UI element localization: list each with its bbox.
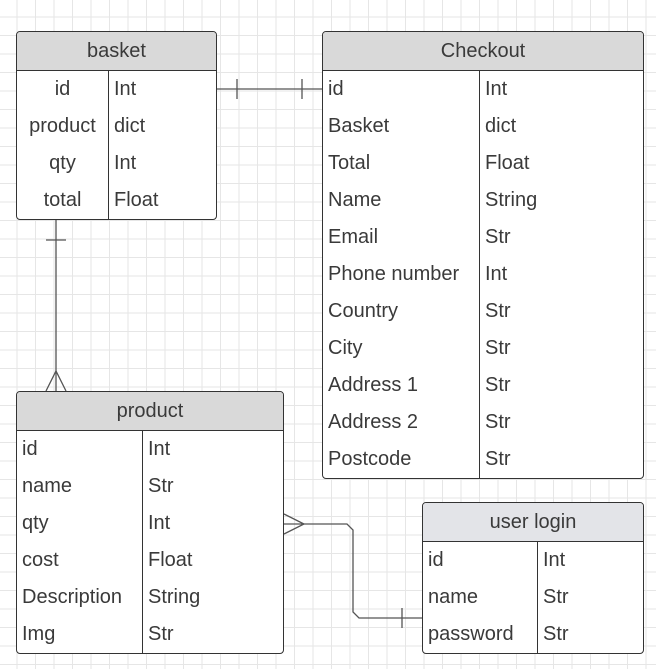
field-filler	[17, 653, 283, 654]
field-type: Int	[114, 78, 137, 100]
field-type: Int	[148, 438, 171, 460]
user-login-title: user login	[423, 503, 643, 542]
field-filler	[17, 219, 216, 220]
field-type: dict	[114, 115, 146, 137]
field-type: Int	[485, 263, 508, 285]
field-name: total	[17, 182, 109, 219]
field-name: Description	[17, 579, 143, 616]
field-name: product	[17, 108, 109, 145]
basket-title: basket	[17, 32, 216, 71]
field-name: id	[17, 71, 109, 108]
field-name: Postcode	[323, 441, 480, 478]
column-divider	[323, 478, 480, 479]
column-divider	[17, 219, 109, 220]
field-type: Int	[114, 152, 137, 174]
product-many-crowfoot-right	[283, 513, 306, 535]
field-name: id	[323, 71, 480, 108]
field-name: Total	[323, 145, 480, 182]
field-name: Country	[323, 293, 480, 330]
field-type: Str	[485, 300, 511, 322]
field-name: Phone number	[323, 256, 480, 293]
product-many-crowfoot	[45, 369, 67, 392]
checkout-title: Checkout	[323, 32, 643, 71]
field-filler	[323, 478, 643, 479]
field-name: name	[423, 579, 538, 616]
product-userlogin-link	[284, 523, 422, 619]
field-type: Str	[485, 374, 511, 396]
field-name: Basket	[323, 108, 480, 145]
field-name: Address 1	[323, 367, 480, 404]
field-name: password	[423, 616, 538, 653]
column-divider	[423, 653, 538, 654]
field-type: Str	[148, 623, 174, 645]
field-type: String	[148, 586, 201, 608]
field-name: Img	[17, 616, 143, 653]
field-type: Str	[485, 448, 511, 470]
field-type: Str	[485, 411, 511, 433]
field-type: Int	[485, 78, 508, 100]
field-type: Int	[148, 512, 171, 534]
field-type: Float	[114, 189, 159, 211]
field-type: Str	[543, 586, 569, 608]
product-title: product	[17, 392, 283, 431]
field-type: Str	[485, 226, 511, 248]
field-name: City	[323, 330, 480, 367]
field-filler	[423, 653, 643, 654]
field-type: Str	[485, 337, 511, 359]
column-divider	[17, 653, 143, 654]
field-name: qty	[17, 505, 143, 542]
field-type: Str	[543, 623, 569, 645]
field-name: cost	[17, 542, 143, 579]
field-name: id	[17, 431, 143, 468]
field-type: Int	[543, 549, 566, 571]
field-name: qty	[17, 145, 109, 182]
field-name: Email	[323, 219, 480, 256]
field-type: Float	[148, 549, 193, 571]
field-name: name	[17, 468, 143, 505]
field-name: id	[423, 542, 538, 579]
field-type: dict	[485, 115, 517, 137]
field-name: Address 2	[323, 404, 480, 441]
field-name: Name	[323, 182, 480, 219]
field-type: Float	[485, 152, 530, 174]
field-type: Str	[148, 475, 174, 497]
field-type: String	[485, 189, 538, 211]
